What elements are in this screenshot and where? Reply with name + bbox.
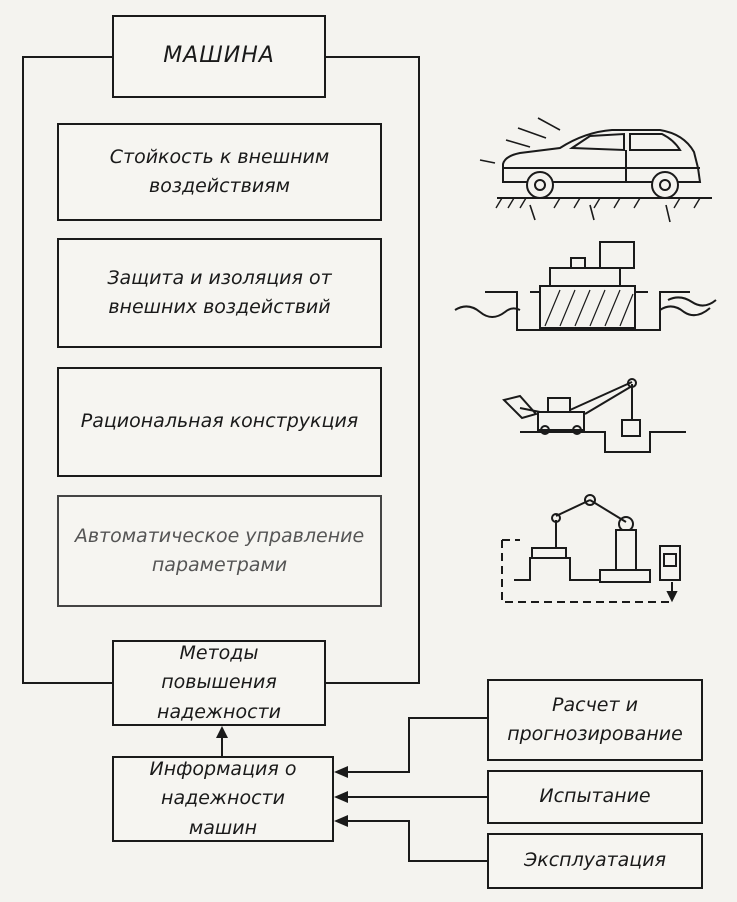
operation-to-info-arrowhead	[334, 815, 348, 827]
calc-to-info-arrowhead	[334, 766, 348, 778]
measure-box-automatic-control: Автоматическое управление параметрами	[57, 495, 382, 607]
source-box-testing: Испытание	[487, 770, 703, 824]
source-box-operation: Эксплуатация	[487, 833, 703, 889]
methods-label: Методы повышения	[161, 641, 277, 694]
crane-icon	[502, 378, 686, 453]
operation-to-info-connector	[348, 820, 488, 862]
calc-to-info-connector	[348, 717, 488, 773]
measure-label: параметрами	[151, 554, 288, 576]
test-to-info-arrowhead	[334, 791, 348, 803]
machine-title-box: МАШИНА	[112, 15, 326, 98]
measure-label: Стойкость к внешним	[109, 145, 330, 168]
source-label: Испытание	[539, 785, 651, 808]
information-label: Информация о	[149, 757, 297, 780]
measure-label: Автоматическое управление	[74, 524, 365, 547]
measure-box-protection: Защита и изоляция от внешних воздействий	[57, 238, 382, 348]
information-box: Информация о надежности машин	[112, 756, 334, 842]
information-label: надежности машин	[161, 787, 285, 839]
source-label: Эксплуатация	[523, 849, 667, 872]
measure-box-design: Рациональная конструкция	[57, 367, 382, 477]
measure-label: воздействиям	[149, 175, 290, 197]
car-icon	[479, 117, 712, 223]
methods-label: надежности	[157, 700, 281, 723]
measure-box-resistance: Стойкость к внешним воздействиям	[57, 123, 382, 221]
source-box-calculation: Расчет и прогнозирование	[487, 679, 703, 761]
isolated-machine-icon	[454, 241, 717, 331]
machine-title: МАШИНА	[163, 43, 275, 69]
source-label: прогнозирование	[507, 723, 683, 745]
measure-label: Защита и изоляция от	[107, 266, 332, 289]
robot-icon	[501, 494, 681, 603]
source-label: Расчет и	[552, 693, 638, 716]
info-to-methods-arrowhead	[216, 726, 228, 738]
methods-box: Методы повышения надежности	[112, 640, 326, 726]
measure-label: Рациональная конструкция	[80, 410, 359, 433]
measure-label: внешних воздействий	[108, 296, 331, 318]
